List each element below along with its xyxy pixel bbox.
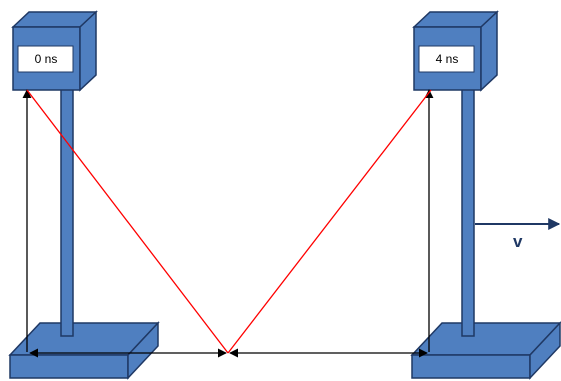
light-ray-up [227,89,432,354]
right-post [461,87,475,337]
left-clock-display [17,45,74,73]
velocity-label: v [513,232,523,251]
right-base [410,321,561,380]
left-light-clock [8,10,160,380]
left-base [8,321,160,380]
left-post [60,87,74,337]
right-clock-box [412,10,499,92]
left-clock-time: 0 ns [34,52,58,66]
right-clock-display [418,45,475,73]
light-ray-down [26,89,229,354]
right-light-clock [410,10,561,380]
right-clock-time: 4 ns [435,52,459,66]
left-clock-box [11,10,98,92]
